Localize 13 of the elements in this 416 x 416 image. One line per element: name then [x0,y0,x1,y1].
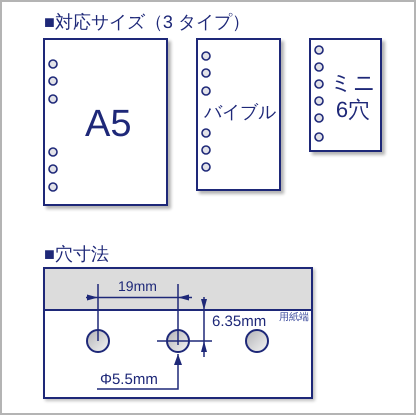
size-label: A5 [85,105,132,143]
dimension-label: 19mm [118,279,157,293]
dimension-label: 6.35mm [212,314,266,329]
paper-sheet [196,38,281,191]
dimension-label: Φ5.5mm [97,371,161,389]
size-label: バイブル [204,103,276,121]
paper-edge-label: 用紙端 [279,312,309,323]
leader-line [97,354,182,390]
paper-sheet [309,38,382,152]
section-heading: ■穴寸法 [44,244,109,264]
size-label: ミニ6穴 [330,69,376,123]
section-heading: ■対応サイズ（3 タイプ） [44,12,250,32]
paper-sheet [43,38,168,206]
